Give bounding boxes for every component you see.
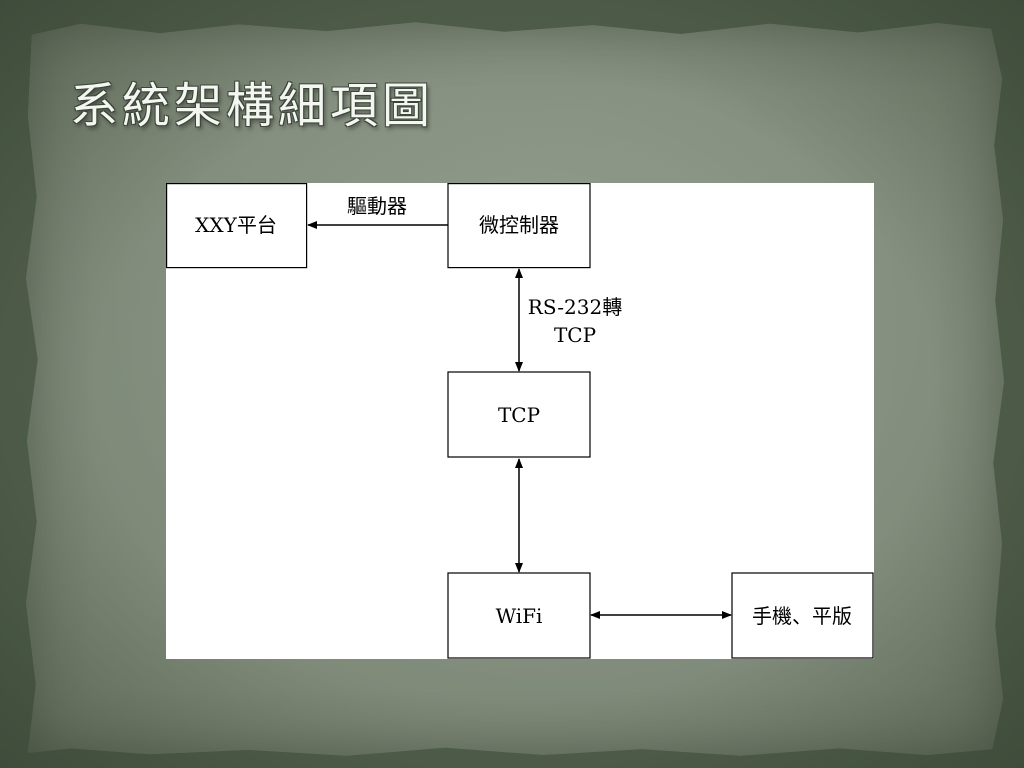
edge-label-tcp: TCP [554, 323, 596, 347]
edge-label-driver: 驅動器 [347, 194, 407, 218]
node-mcu-label: 微控制器 [479, 213, 559, 237]
edge-mcu-to-xxy: 驅動器 [307, 194, 448, 229]
node-wifi: WiFi [447, 572, 591, 659]
diagram-canvas: XXY平台 微控制器 TCP WiFi 手機、平版 [166, 183, 874, 659]
edge-label-rs232: RS-232轉 [528, 295, 622, 319]
node-microcontroller: 微控制器 [447, 183, 591, 269]
node-mobile-label: 手機、平版 [752, 604, 852, 628]
node-wifi-label: WiFi [496, 604, 543, 628]
node-mobile-tablet: 手機、平版 [731, 572, 874, 659]
node-tcp-label: TCP [498, 403, 540, 427]
node-tcp: TCP [447, 371, 591, 458]
node-wifi-box [447, 572, 591, 659]
node-xxy-box [166, 183, 308, 269]
architecture-diagram: XXY平台 微控制器 TCP WiFi 手機、平版 [166, 183, 874, 659]
node-tcp-box [447, 371, 591, 458]
edge-mcu-tcp: RS-232轉 TCP [515, 268, 622, 372]
node-xxy-label: XXY平台 [195, 213, 277, 237]
node-xxy-platform: XXY平台 [166, 183, 308, 269]
node-mobile-box [731, 572, 874, 659]
slide-title: 系統架構細項圖 [70, 78, 435, 134]
